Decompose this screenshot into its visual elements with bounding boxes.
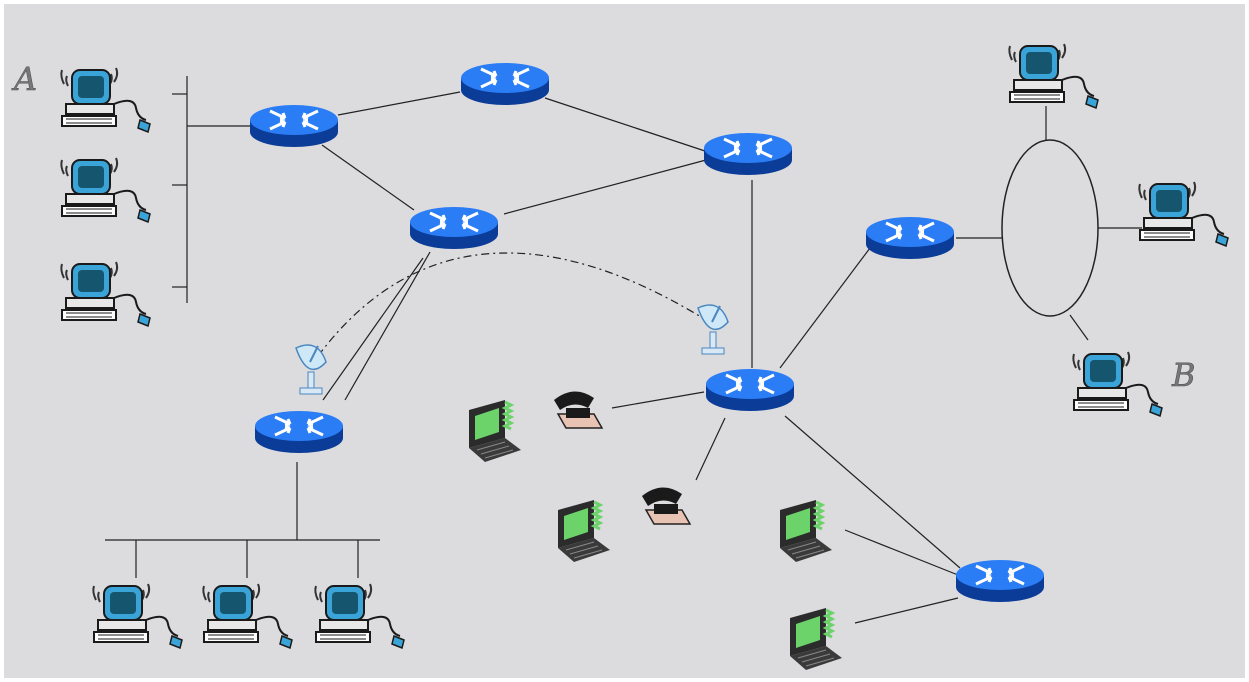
network-links — [105, 76, 1142, 624]
host-b-label: B — [1171, 356, 1196, 394]
link — [854, 597, 959, 624]
link — [344, 251, 431, 401]
link — [611, 391, 705, 409]
router-icon[interactable] — [864, 215, 956, 261]
link — [844, 529, 959, 576]
router-icon[interactable] — [954, 558, 1046, 604]
link — [779, 247, 871, 369]
link — [784, 415, 961, 569]
link — [322, 257, 424, 401]
diagram-background — [4, 4, 1245, 678]
router-icon[interactable] — [459, 61, 551, 107]
link — [503, 159, 707, 215]
router-icon[interactable] — [702, 131, 794, 177]
router-icon[interactable] — [248, 103, 340, 149]
router-icon[interactable] — [408, 205, 500, 251]
link — [695, 417, 726, 481]
link — [337, 91, 461, 116]
router-icon[interactable] — [704, 367, 796, 413]
ring-network — [1001, 139, 1099, 317]
link — [544, 97, 709, 153]
router-icon[interactable] — [253, 409, 345, 455]
host-a-label: A — [11, 60, 37, 98]
link — [1069, 314, 1089, 341]
link — [321, 144, 415, 211]
